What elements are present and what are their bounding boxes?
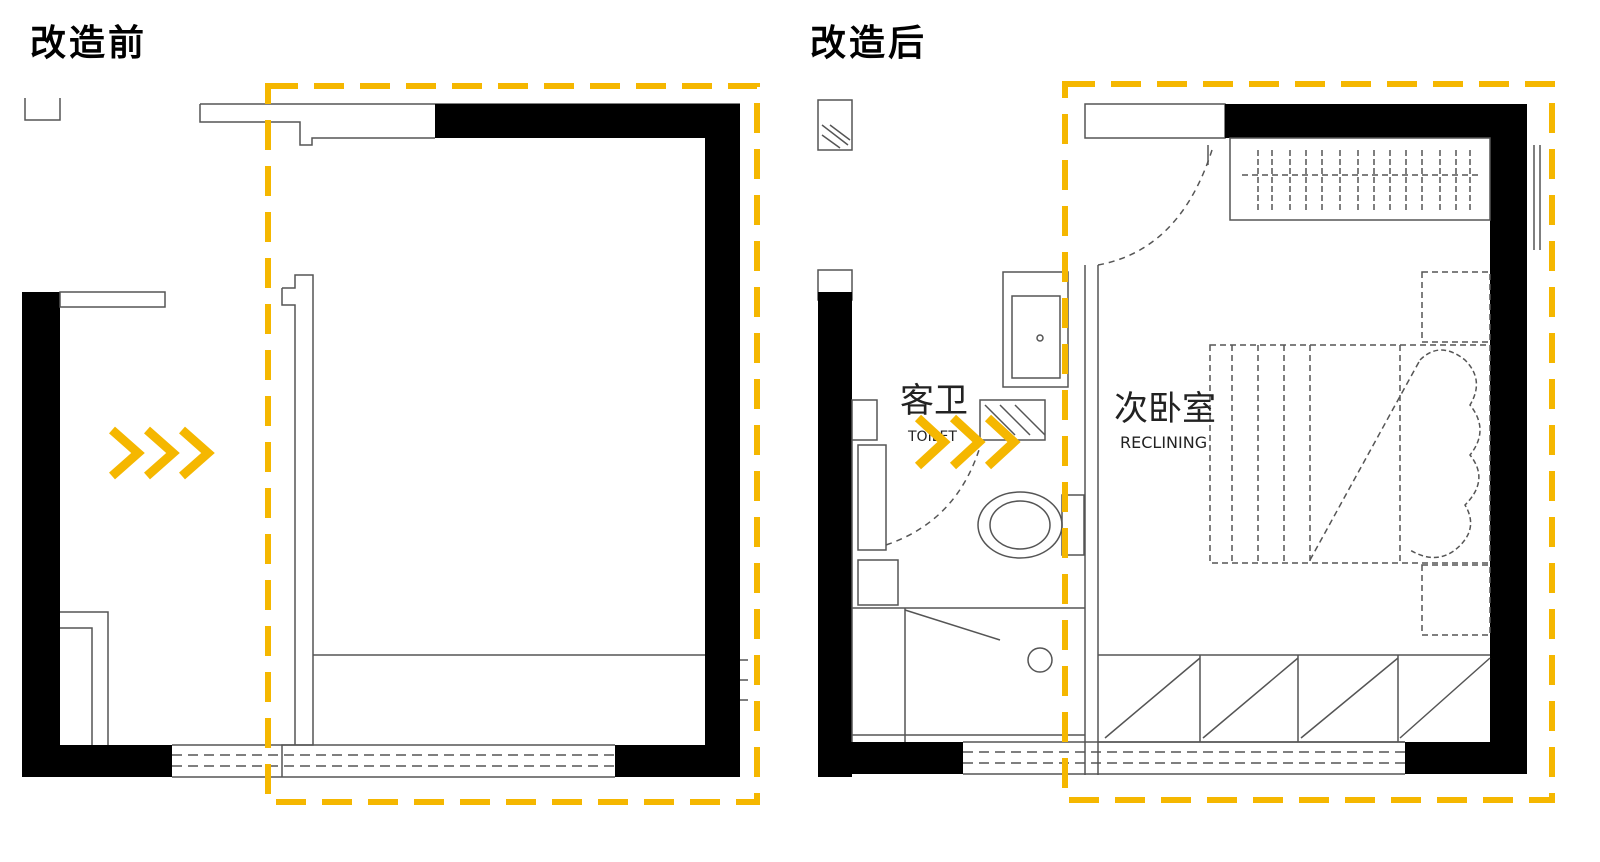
bedroom-label-cn: 次卧室 bbox=[1114, 389, 1216, 429]
partition bbox=[1084, 265, 1099, 775]
hatch bbox=[984, 404, 1046, 436]
chevron-right-icon bbox=[109, 426, 215, 480]
partition bbox=[281, 274, 314, 777]
nightstand-bottom bbox=[1421, 564, 1491, 636]
wall-right bbox=[705, 104, 740, 777]
bed bbox=[1209, 344, 1491, 564]
shower-head bbox=[1027, 647, 1053, 673]
window-glass bbox=[172, 754, 615, 767]
bathroom-walls bbox=[851, 440, 1085, 742]
after-plan bbox=[817, 99, 1541, 777]
bedroom-label-en: RECLINING bbox=[1120, 433, 1207, 452]
shower-door bbox=[904, 609, 1001, 641]
window-frame bbox=[963, 741, 1405, 775]
pillows bbox=[1409, 349, 1481, 559]
tick-marks bbox=[740, 659, 748, 701]
highlight-box-after bbox=[1062, 81, 1555, 803]
chevron-right-icon bbox=[914, 414, 1021, 470]
hangers bbox=[1257, 150, 1471, 210]
after-title: 改造后 bbox=[810, 23, 928, 64]
wall-left bbox=[818, 292, 852, 777]
nightstand-top bbox=[1421, 271, 1491, 343]
vanity bbox=[1002, 271, 1069, 388]
toilet-tank bbox=[1061, 494, 1085, 556]
wall-bottom-right bbox=[615, 745, 740, 777]
door-swing bbox=[1097, 149, 1213, 266]
toilet-label-cn: 客卫 bbox=[900, 381, 968, 421]
cabinet bbox=[60, 611, 109, 745]
wall-top-outline bbox=[1084, 103, 1226, 139]
wall-bottom-left bbox=[818, 742, 963, 774]
cabinet-dividers bbox=[1199, 655, 1399, 742]
wall-left bbox=[22, 292, 60, 777]
wall-stub bbox=[817, 99, 853, 151]
wall-top-black bbox=[1225, 104, 1527, 138]
hatch bbox=[821, 124, 851, 149]
towel-rack bbox=[857, 444, 887, 551]
cabinet-diagonals bbox=[1104, 657, 1491, 739]
wall-bottom-right bbox=[1405, 742, 1527, 774]
window-right bbox=[1533, 145, 1541, 250]
wall-stub bbox=[24, 98, 61, 121]
highlight-box-before bbox=[265, 83, 760, 805]
window-glass bbox=[963, 751, 1405, 764]
bed-blanket bbox=[1231, 345, 1401, 563]
basin bbox=[1011, 295, 1061, 379]
wardrobe bbox=[1229, 137, 1491, 221]
wall-top-black bbox=[435, 104, 740, 138]
wall-hatch-left bbox=[851, 399, 878, 441]
toilet-seat bbox=[989, 500, 1051, 550]
floor-drain-box bbox=[857, 559, 899, 606]
before-plan bbox=[22, 98, 748, 778]
blanket-fold bbox=[1309, 359, 1421, 561]
wall-right bbox=[1490, 104, 1527, 774]
before-title: 改造前 bbox=[30, 23, 148, 64]
cabinet-outline bbox=[1098, 654, 1490, 743]
window-frame bbox=[172, 744, 615, 778]
wall-bottom-left bbox=[22, 745, 172, 777]
drain bbox=[1036, 334, 1044, 342]
wall-ledge bbox=[59, 291, 166, 308]
